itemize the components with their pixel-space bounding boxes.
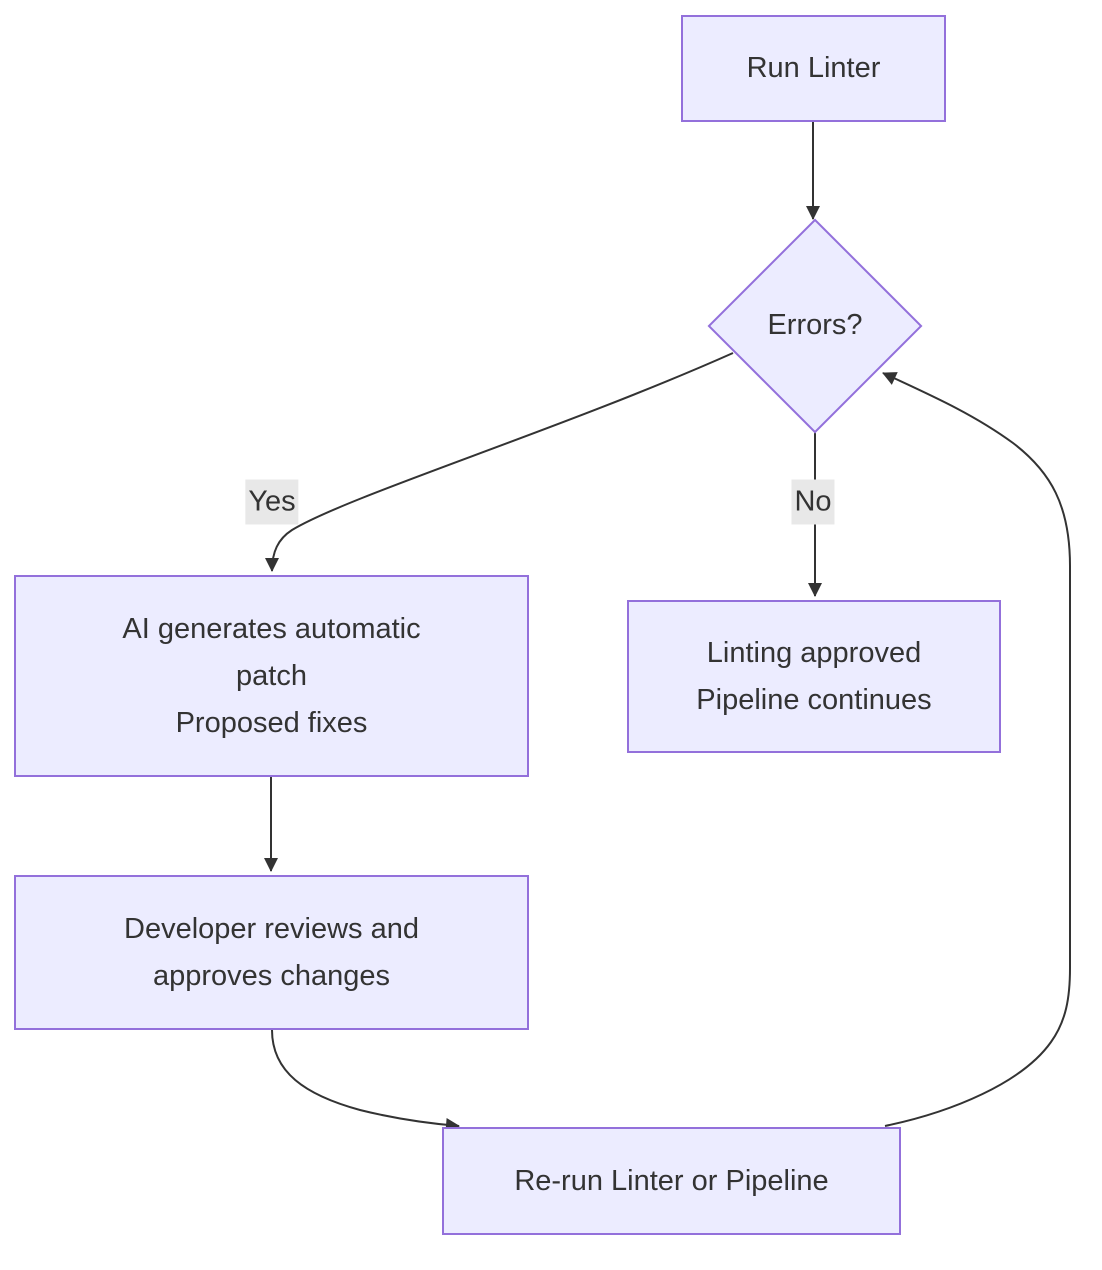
node-ai-patch-line3: Proposed fixes [175, 706, 368, 739]
node-developer-review: Developer reviews and approves changes [14, 875, 529, 1030]
node-developer-review-line1: Developer reviews and [124, 912, 419, 945]
edge-rerun-to-errors [882, 372, 1071, 1127]
node-linting-approved-line1: Linting approved [706, 636, 922, 669]
node-ai-patch-line1: AI generates automatic [122, 612, 421, 645]
node-rerun: Re-run Linter or Pipeline [442, 1127, 901, 1235]
node-run-linter: Run Linter [681, 15, 946, 122]
node-run-linter-label: Run Linter [746, 52, 881, 84]
node-ai-patch: AI generates automatic patch Proposed fi… [14, 575, 529, 777]
node-rerun-label: Re-run Linter or Pipeline [514, 1164, 829, 1197]
edge-label-no: No [791, 479, 835, 525]
node-ai-patch-line2: patch [236, 659, 307, 692]
node-linting-approved-line2: Pipeline continues [696, 683, 932, 716]
node-developer-review-line2: approves changes [153, 959, 390, 992]
edge-developer-to-rerun [271, 1029, 460, 1132]
node-errors-label: Errors? [767, 309, 863, 341]
edge-errors-to-ai-patch-yes [265, 352, 734, 572]
edge-label-yes: Yes [245, 479, 299, 525]
node-linting-approved: Linting approved Pipeline continues [627, 600, 1001, 753]
